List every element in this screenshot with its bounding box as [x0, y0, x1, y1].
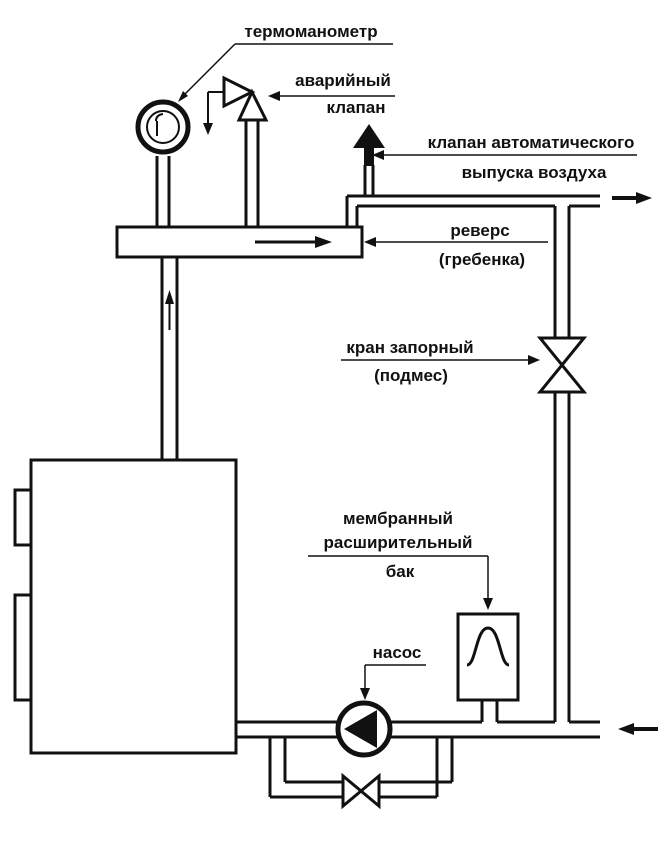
supply-line-top: [345, 192, 652, 227]
boiler: [13, 458, 238, 755]
riser-flow-arrow-head: [165, 290, 174, 304]
boiler-door-lower: [13, 593, 33, 702]
boiler-door-upper: [13, 488, 33, 547]
manifold-flow-arrow-head: [315, 236, 332, 248]
labels: термоманометр аварийный клапан клапан ав…: [244, 22, 634, 662]
label-expansion-tank-3: бак: [386, 562, 415, 581]
label-safety-valve-2: клапан: [327, 98, 386, 117]
return-in-arrow-head: [618, 723, 634, 735]
supply-out-arrow-head: [636, 192, 652, 204]
leader-lines: [178, 43, 637, 700]
shutoff-valve-icon: [536, 336, 588, 394]
manifold: [115, 225, 364, 259]
label-shutoff-valve-2: (подмес): [374, 366, 448, 385]
label-air-vent-1: клапан автоматического: [428, 133, 635, 152]
safety-valve-discharge-arrow: [203, 123, 213, 135]
label-expansion-tank-2: расширительный: [323, 533, 472, 552]
label-manifold-1: реверс: [450, 221, 509, 240]
label-expansion-tank-1: мембранный: [343, 509, 453, 528]
expansion-tank-icon: [456, 612, 520, 722]
gauge-assembly: [135, 99, 191, 227]
supply-riser: [160, 257, 179, 460]
label-air-vent-2: выпуска воздуха: [462, 163, 607, 182]
thermomanometer-icon: [135, 99, 191, 155]
air-vent-icon: [353, 124, 385, 196]
label-manifold-2: (гребенка): [439, 250, 525, 269]
label-thermomanometer: термоманометр: [244, 22, 377, 41]
label-shutoff-valve-1: кран запорный: [346, 338, 473, 357]
label-pump: насос: [373, 643, 422, 662]
pump-icon: [335, 700, 393, 758]
safety-valve-icon: [203, 75, 269, 227]
mixing-line: [553, 206, 571, 722]
bypass-loop: [268, 737, 454, 810]
return-line: [236, 720, 658, 739]
bypass-valve-icon: [341, 772, 381, 810]
label-safety-valve-1: аварийный: [295, 71, 391, 90]
